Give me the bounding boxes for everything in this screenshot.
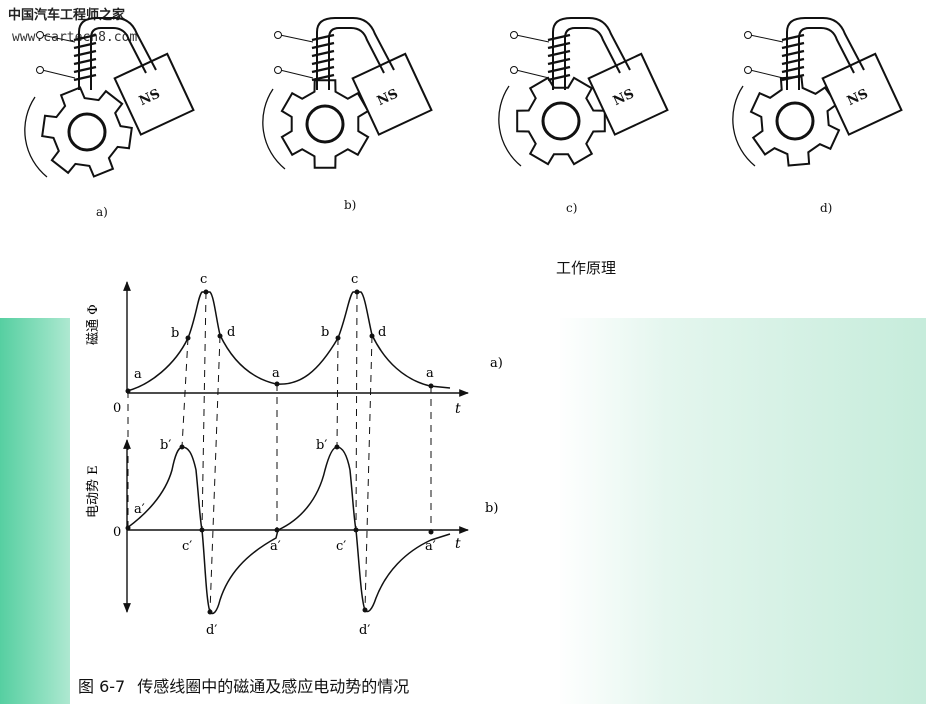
- emf-point-c1: c′: [182, 539, 192, 554]
- projection-lines: [127, 291, 432, 613]
- emf-point-d2: d′: [359, 623, 370, 638]
- panel-label-c: c): [566, 201, 578, 215]
- flux-point-b2: b: [321, 325, 329, 340]
- flux-curve: [126, 291, 451, 392]
- flux-panel-label: a): [490, 356, 503, 371]
- flux-point-a3: a: [426, 366, 434, 381]
- emf-ylabel: 电动势 E: [85, 465, 101, 518]
- sensor-panel: NS: [732, 17, 903, 167]
- flux-point-d1: d: [227, 325, 235, 340]
- sensor-panel: NS: [498, 17, 669, 167]
- panel-label-d: d): [820, 201, 833, 215]
- sensor-panel: NS: [262, 17, 433, 170]
- emf-point-b2: b′: [316, 438, 327, 453]
- emf-point-d1: d′: [206, 623, 217, 638]
- flux-point-a2: a: [272, 366, 280, 381]
- caption-text: 传感线圈中的磁通及感应电动势的情况: [137, 677, 410, 696]
- emf-point-a2: a′: [270, 539, 281, 554]
- flux-point-c1: c: [200, 272, 207, 287]
- emf-point-c2: c′: [336, 539, 346, 554]
- waveform-panel-background: [70, 318, 560, 704]
- sensor-panel: NS: [24, 17, 195, 178]
- flux-point-c2: c: [351, 272, 358, 287]
- figure-caption: 图 6-7 传感线圈中的磁通及感应电动势的情况: [78, 673, 421, 697]
- flux-xlabel: t: [455, 401, 461, 417]
- flux-point-d2: d: [378, 325, 386, 340]
- flux-point-a1: a: [134, 367, 142, 382]
- watermark-title: 中国汽车工程师之家: [8, 8, 126, 23]
- sensor-principle-diagrams: NS NS NS NS: [24, 17, 903, 178]
- flux-point-b1: b: [171, 326, 179, 341]
- emf-panel-label: b): [485, 501, 498, 516]
- emf-point-a1: a′: [134, 502, 145, 517]
- flux-ylabel: 磁通 Φ: [86, 304, 101, 345]
- principle-title: 工作原理: [556, 259, 617, 277]
- emf-point-a3: a′: [425, 539, 436, 554]
- emf-point-b1: b′: [160, 438, 171, 453]
- emf-origin: 0: [113, 525, 121, 540]
- top-background: [0, 0, 926, 318]
- panel-label-b: b): [344, 198, 357, 212]
- caption-number: 图 6-7: [78, 677, 126, 696]
- emf-xlabel: t: [455, 536, 461, 552]
- panel-label-a: a): [96, 205, 108, 219]
- flux-origin: 0: [113, 401, 121, 416]
